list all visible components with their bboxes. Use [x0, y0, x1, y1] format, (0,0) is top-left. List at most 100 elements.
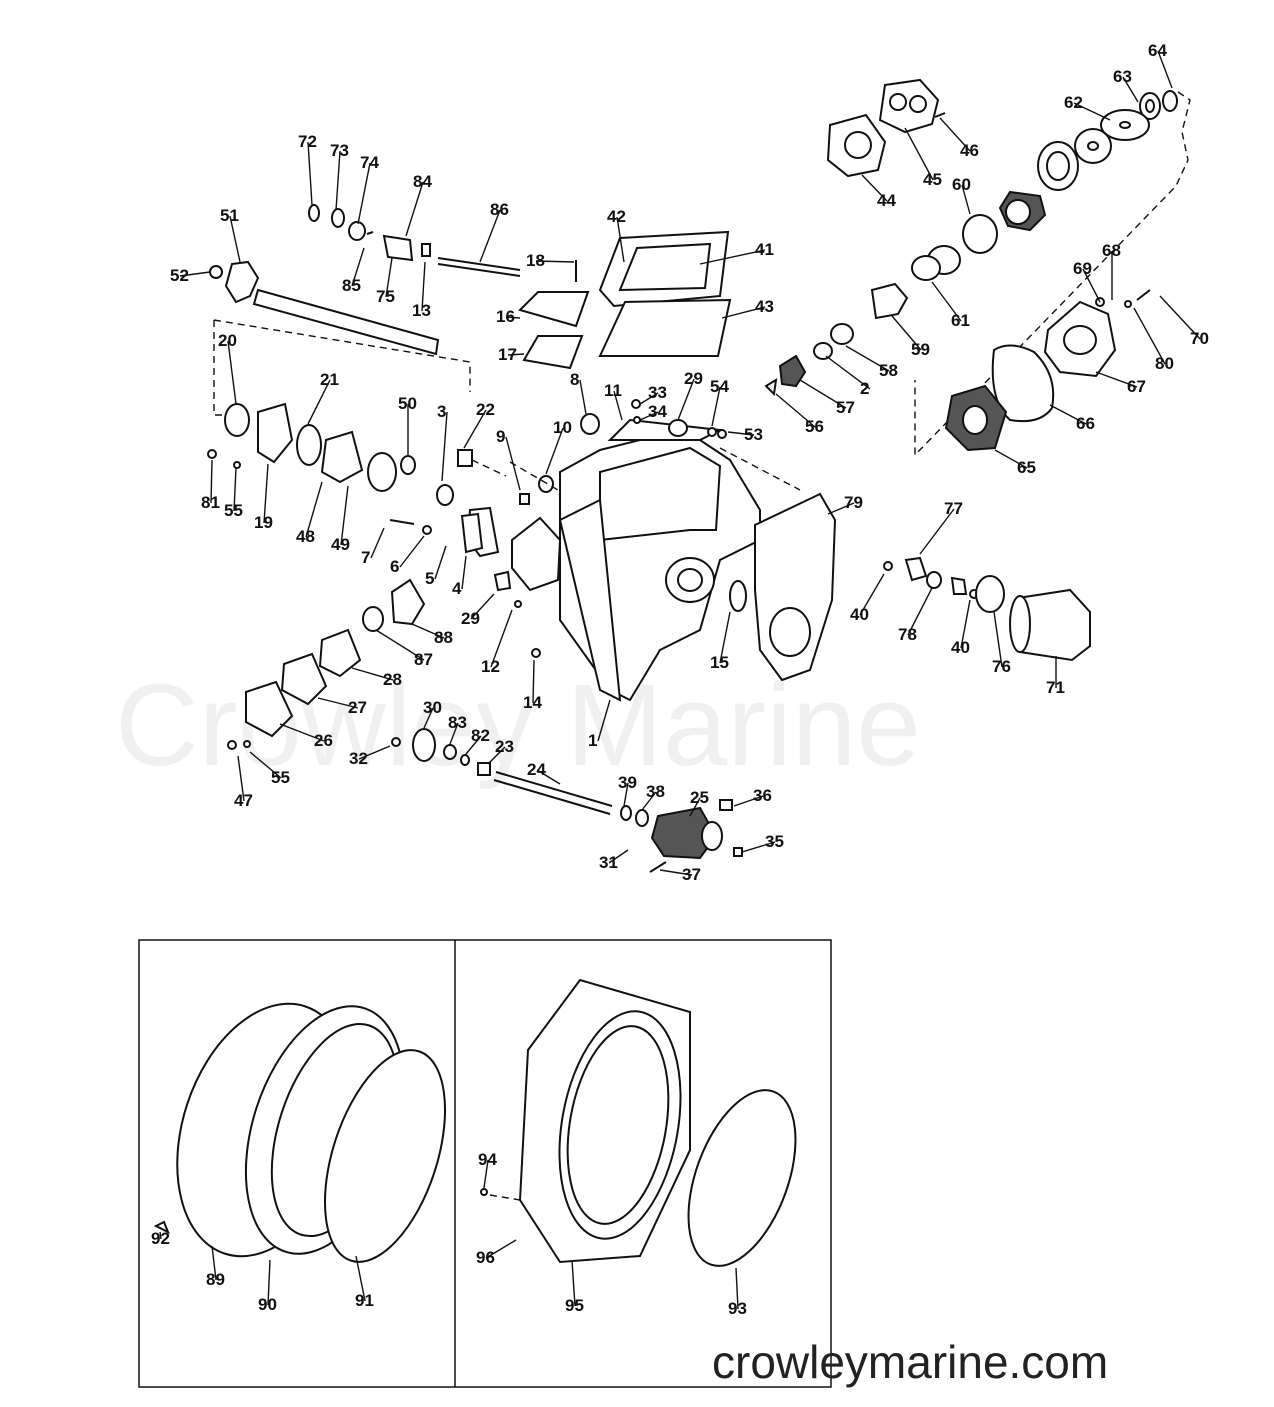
callout-number: 39: [618, 773, 637, 792]
callout-number: 9: [496, 427, 505, 446]
leader-line: [775, 393, 816, 428]
leader-line: [449, 722, 459, 745]
callout-number: 4: [452, 579, 462, 598]
callout-number: 96: [476, 1248, 495, 1267]
leader-line: [351, 667, 394, 681]
callout-number: 20: [218, 331, 237, 350]
callout-number: 85: [342, 276, 361, 295]
leader-line: [1073, 102, 1111, 121]
leader-line: [1159, 295, 1201, 340]
leader-line: [545, 427, 564, 475]
leader-line: [659, 869, 693, 876]
leader-line: [370, 527, 385, 559]
leader-line: [1082, 268, 1101, 303]
shaft-group: [207, 204, 521, 506]
leader-line: [358, 745, 391, 760]
leader-line: [405, 181, 424, 237]
callout-number: 79: [844, 493, 863, 512]
lower-left-parts: [227, 512, 743, 873]
callout-number: 28: [383, 670, 402, 689]
callout-number: 55: [271, 768, 290, 787]
leader-line: [825, 355, 871, 390]
callout-number: 74: [360, 153, 379, 172]
leader-line: [689, 797, 701, 817]
callout-number: 30: [423, 698, 442, 717]
leader-line: [340, 485, 349, 546]
leader-line: [677, 378, 695, 421]
callout-number: 53: [744, 425, 763, 444]
leader-line: [639, 411, 659, 421]
leader-line: [608, 849, 629, 864]
callout-number: 42: [607, 207, 626, 226]
leader-line: [536, 769, 561, 785]
leader-line: [907, 587, 933, 636]
leader-line: [861, 174, 888, 202]
leader-line: [799, 379, 847, 409]
callout-number: 48: [296, 527, 315, 546]
leader-line: [355, 1255, 366, 1302]
callout-number: 70: [1190, 329, 1209, 348]
callout-number: 82: [471, 726, 490, 745]
callout-number: 2: [860, 379, 869, 398]
callout-number: 19: [254, 513, 273, 532]
callout-number: 80: [1155, 354, 1174, 373]
callout-number: 36: [753, 786, 772, 805]
leader-line: [263, 463, 269, 524]
leader-line: [741, 841, 776, 853]
leader-line: [479, 209, 501, 263]
callout-number: 94: [478, 1150, 497, 1169]
callout-number: 78: [898, 625, 917, 644]
callout-number: 49: [331, 535, 350, 554]
main-housing: [466, 399, 761, 702]
callout-number: 51: [220, 206, 239, 225]
callout-number: 41: [755, 240, 774, 259]
callout-number: 37: [682, 865, 701, 884]
leader-line: [399, 535, 425, 568]
leader-line: [994, 449, 1028, 469]
callout-number: 33: [648, 383, 667, 402]
leader-line: [613, 390, 623, 421]
leader-line: [470, 593, 495, 620]
leader-line: [210, 459, 213, 504]
leader-line: [229, 215, 241, 263]
callout-number: 63: [1113, 67, 1132, 86]
callout-number: 31: [599, 853, 618, 872]
callout-number: 40: [850, 605, 869, 624]
leader-line: [845, 345, 890, 372]
callout-number: 61: [951, 311, 970, 330]
leader-line: [227, 340, 237, 405]
callout-number: 62: [1064, 93, 1083, 112]
leader-line: [434, 545, 447, 580]
leader-line: [535, 260, 575, 263]
callout-number: 21: [320, 370, 339, 389]
callout-number: 46: [960, 141, 979, 160]
leader-line: [385, 257, 393, 298]
callout-number: 10: [553, 418, 572, 437]
callout-number: 34: [648, 402, 667, 421]
callout-number: 95: [565, 1296, 584, 1315]
callout-number: 83: [448, 713, 467, 732]
callout-number: 76: [992, 657, 1011, 676]
output-assembly-group: [764, 78, 1191, 457]
callout-number: 29: [684, 369, 703, 388]
leader-line: [267, 1259, 271, 1306]
callout-number: 54: [710, 377, 729, 396]
callout-number: 68: [1102, 241, 1121, 260]
leader-line: [919, 508, 955, 555]
leader-line: [719, 611, 731, 664]
callout-number: 50: [398, 394, 417, 413]
callout-number: 25: [690, 788, 709, 807]
callout-number: 40: [951, 638, 970, 657]
inset-right-housing: [480, 978, 797, 1267]
leader-line: [993, 611, 1003, 668]
leader-line: [423, 707, 434, 729]
leader-line: [249, 751, 282, 779]
leader-line: [307, 379, 331, 425]
leader-line: [485, 1239, 517, 1259]
callout-number: 86: [490, 200, 509, 219]
leader-line: [307, 141, 313, 206]
leader-line: [532, 659, 535, 704]
callout-number: 75: [376, 287, 395, 306]
